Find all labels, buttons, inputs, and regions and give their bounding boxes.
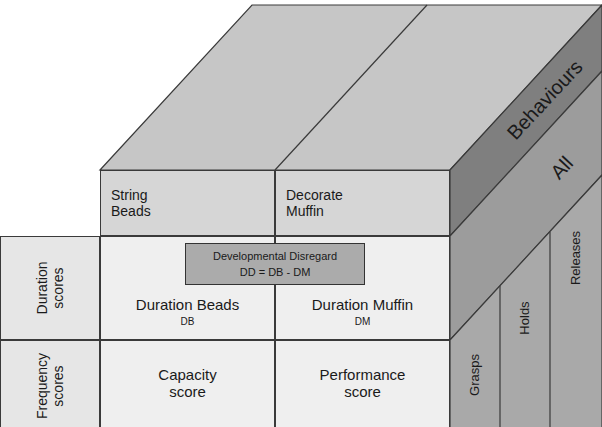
node-sublabel: DB — [181, 316, 195, 328]
score-cell: Performance score — [275, 340, 450, 427]
node-label: Decorate Muffin — [286, 187, 364, 219]
column-header: String Beads — [100, 170, 275, 236]
node-label: Behaviours — [502, 56, 587, 145]
node-label: Releases — [569, 231, 584, 285]
band-divider — [499, 286, 500, 427]
node-label: Grasps — [468, 354, 483, 396]
action-bands — [450, 175, 602, 427]
node-label: Holds — [518, 301, 533, 334]
all-band-label: All — [532, 153, 592, 183]
node-sublabel: DM — [355, 316, 371, 328]
score-cell: Capacity score — [100, 340, 275, 427]
node-label: Frequency scores — [34, 344, 66, 427]
top-divider — [275, 5, 427, 170]
node-label: Developmental Disregard — [213, 250, 337, 263]
node-label: All — [546, 152, 578, 184]
behaviour-band-label: Releases — [531, 246, 602, 270]
node-sublabel: DD = DB - DM — [240, 266, 311, 279]
column-header: Decorate Muffin — [275, 170, 450, 236]
node-label: Duration scores — [34, 248, 66, 328]
row-header: Frequency scores — [0, 340, 100, 427]
row-header: Duration scores — [0, 236, 100, 340]
behaviours-band-label: Behaviours — [470, 85, 602, 115]
node-label: Duration Beads — [136, 296, 239, 313]
node-label: String Beads — [111, 187, 189, 219]
node-label: Duration Muffin — [312, 296, 413, 313]
node-label: Performance score — [313, 366, 413, 401]
node-label: Capacity score — [143, 366, 233, 401]
behaviour-band-label: Grasps — [430, 363, 520, 387]
behaviour-band-label: Holds — [480, 306, 570, 330]
band-divider — [549, 232, 550, 427]
formula-box: Developmental Disregard DD = DB - DM — [185, 243, 365, 285]
